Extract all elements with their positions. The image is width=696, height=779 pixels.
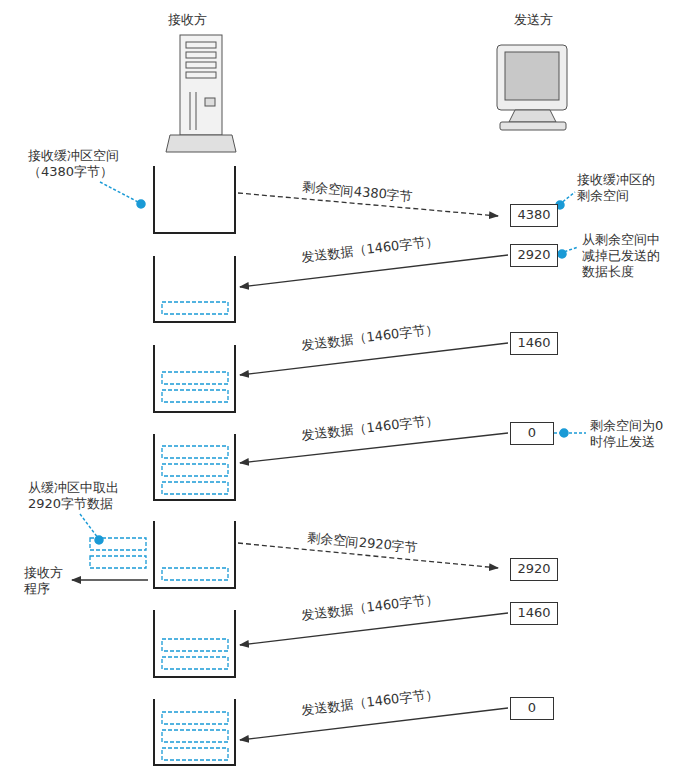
server-icon (166, 35, 236, 152)
window-value: 0 (517, 700, 547, 716)
window-size-box: 0 (510, 697, 554, 720)
callout-text: 接收缓冲区的 剩余空间 (577, 172, 655, 204)
window-size-box: 2920 (510, 244, 558, 267)
window-size-box: 1460 (510, 602, 558, 625)
window-value: 1460 (517, 335, 551, 351)
arrow-label: 发送数据（1460字节） (299, 233, 441, 266)
callout-text: 接收方 程序 (24, 565, 63, 597)
receive-buffers (154, 166, 235, 765)
window-size-box: 0 (510, 422, 554, 445)
arrow-label: 发送数据（1460字节） (299, 591, 441, 624)
callout-text: 从缓冲区中取出 2920字节数据 (28, 480, 119, 512)
window-value: 2920 (517, 247, 551, 263)
window-size-box: 4380 (510, 204, 558, 227)
window-value: 4380 (517, 207, 551, 223)
arrow-label: 剩余空间2920字节 (304, 530, 420, 556)
party-name: 接收方 (168, 12, 207, 28)
arrow-label: 剩余空间4380字节 (299, 179, 415, 205)
arrow-label: 发送数据（1460字节） (299, 321, 441, 354)
callout-text: 剩余空间为0 时停止发送 (590, 418, 663, 450)
callout-leaders (80, 182, 586, 544)
window-value: 0 (517, 425, 547, 441)
window-value: 2920 (517, 561, 551, 577)
flow-arrows (72, 193, 508, 740)
window-size-box: 2920 (510, 558, 558, 581)
data-segments (90, 302, 228, 760)
window-value: 1460 (517, 605, 551, 621)
callout-text: 从剩余空间中 减掉已发送的 数据长度 (582, 232, 660, 280)
monitor-icon (497, 45, 567, 130)
party-name: 发送方 (514, 12, 553, 28)
callout-text: 接收缓冲区空间 （4380字节） (28, 148, 119, 180)
window-size-box: 1460 (510, 332, 558, 355)
arrow-label: 发送数据（1460字节） (299, 686, 441, 719)
arrow-label: 发送数据（1460字节） (299, 412, 441, 444)
